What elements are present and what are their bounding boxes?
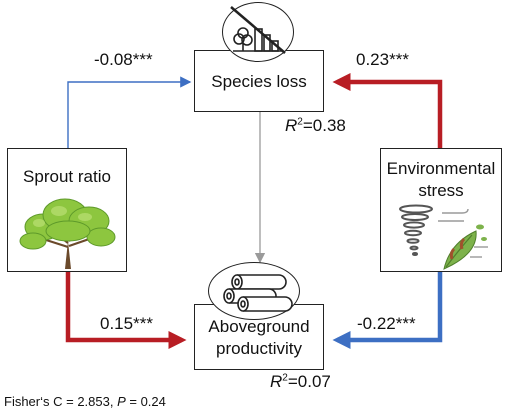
coef-sprout-to-agb: 0.15*** (100, 314, 153, 333)
r2-value: =0.38 (302, 116, 346, 135)
coef-stress-to-agb: -0.22*** (357, 314, 416, 333)
tornado-storm-icon (399, 204, 488, 270)
logs-icon (208, 262, 300, 320)
r2-sup: 2 (282, 372, 288, 384)
arrow-stress-to-species (332, 73, 443, 148)
r2-value: =0.07 (287, 372, 331, 391)
r2-symbol: R (285, 116, 298, 135)
arrow-stress-to-agb (332, 272, 443, 349)
p-symbol: P (117, 394, 126, 409)
r2-sup: 2 (297, 116, 303, 128)
node-sprout-ratio-label: Sprout ratio (23, 167, 111, 186)
node-agb-line2: productivity (216, 339, 302, 358)
r2-agb: R2=0.07 (270, 372, 331, 392)
node-agb-line1: Aboveground (208, 317, 310, 336)
coef-sprout-to-species: -0.08*** (94, 50, 153, 69)
node-environmental-stress: Environmental stress (380, 148, 502, 272)
model-fit-statistics: Fisher‘s C = 2.853, P = 0.24 (4, 394, 166, 409)
node-species-loss-label: Species loss (211, 72, 307, 91)
arrow-sprout-to-species (67, 76, 192, 148)
logs-icon-drawing (223, 274, 293, 312)
arrow-sprout-to-agb (65, 272, 187, 349)
node-env-stress-line2: stress (418, 181, 464, 200)
r2-species-loss: R2=0.38 (285, 116, 346, 136)
node-env-stress-line1: Environmental (386, 159, 496, 178)
coef-stress-to-species: 0.23*** (356, 50, 409, 69)
tree-icon (19, 198, 116, 269)
deforestation-icon-drawing (230, 6, 286, 54)
node-sprout-ratio: Sprout ratio (7, 148, 127, 272)
fisher-c: Fisher‘s C = 2.853, (4, 394, 118, 409)
deforestation-icon (222, 2, 294, 62)
p-value: = 0.24 (125, 394, 166, 409)
r2-symbol: R (270, 372, 283, 391)
